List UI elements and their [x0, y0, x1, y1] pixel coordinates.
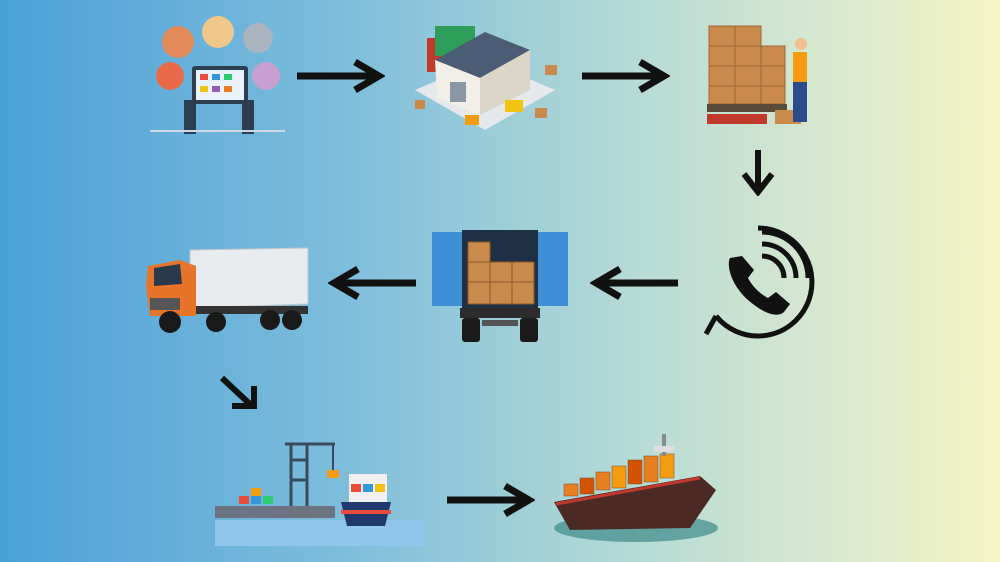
- tablet-shopping-icon: [150, 14, 285, 134]
- loaded-truck-icon: [432, 230, 568, 344]
- arrow-down-right-icon: [218, 374, 262, 412]
- arrow-right-icon: [580, 58, 670, 94]
- port-crane-icon: [215, 440, 425, 546]
- phone-call-icon: [698, 222, 818, 342]
- worker-boxes-icon: [705, 24, 817, 128]
- arrow-left-icon: [328, 265, 418, 301]
- arrow-right-icon: [295, 58, 385, 94]
- cargo-truck-icon: [140, 246, 312, 336]
- arrow-left-icon: [590, 265, 680, 301]
- warehouse-icon: [405, 20, 565, 138]
- cargo-ship-icon: [550, 420, 720, 546]
- arrow-right-icon: [445, 482, 535, 518]
- arrow-down-icon: [740, 150, 776, 196]
